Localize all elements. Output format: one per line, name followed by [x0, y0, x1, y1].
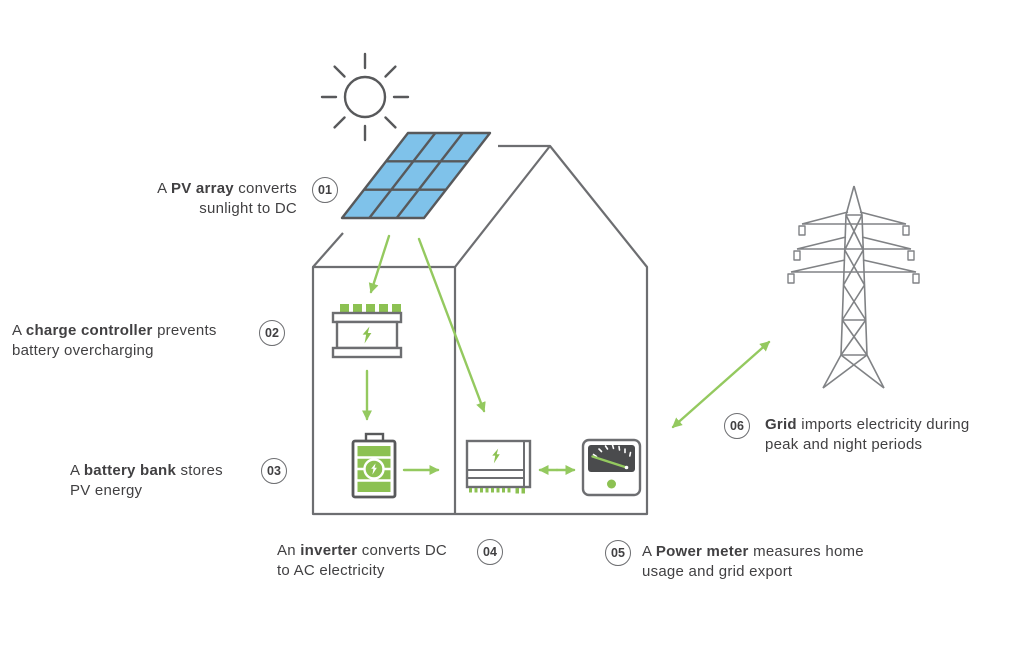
- step-badge-01: 01: [312, 177, 338, 203]
- label-text: converts DC to AC electricity: [277, 542, 447, 579]
- label-bold-text: inverter: [300, 542, 358, 559]
- label-text: A: [12, 322, 26, 339]
- label-text: A: [157, 180, 171, 197]
- arrow-panel-to-controller: [368, 234, 391, 294]
- label-text: A: [70, 462, 84, 479]
- label-text: A: [642, 543, 656, 560]
- step-badge-06: 06: [724, 413, 750, 439]
- controller-terminals: [340, 304, 401, 313]
- label-bold-text: battery bank: [83, 462, 177, 479]
- charge-controller-icon: [331, 304, 403, 359]
- solar-panel-icon: [340, 131, 492, 220]
- power-meter-icon: [581, 438, 642, 497]
- step-badge-05: 05: [605, 540, 631, 566]
- meter-ticks: [592, 444, 632, 458]
- sun-icon: [320, 52, 410, 142]
- label-grid: Grid imports electricity during peak and…: [765, 415, 979, 455]
- arrow-house-to-grid: [719, 340, 771, 386]
- arrow-grid-to-house: [671, 383, 723, 429]
- label-text: prevents battery overcharging: [12, 322, 217, 359]
- label-bold-text: Grid: [765, 416, 797, 433]
- label-text: imports electricity during peak and nigh…: [765, 416, 970, 453]
- label-power-meter: A Power meter measures home usage and gr…: [642, 542, 882, 582]
- label-bold-text: PV array: [171, 180, 234, 197]
- step-badge-03: 03: [261, 458, 287, 484]
- label-battery-bank: A battery bank stores PV energy: [70, 461, 240, 501]
- inverter-pins: [469, 488, 525, 494]
- label-charge-controller: A charge controller prevents battery ove…: [12, 321, 248, 361]
- step-badge-02: 02: [259, 320, 285, 346]
- transmission-tower-icon: [787, 185, 920, 389]
- house-outline: [311, 144, 649, 516]
- meter-dot: [607, 479, 616, 489]
- inverter-icon: [465, 439, 532, 494]
- label-text: measures home usage and grid export: [642, 543, 864, 580]
- label-text: An: [277, 542, 301, 559]
- label-text: converts sunlight to DC: [199, 180, 297, 217]
- label-pv-array: A PV array converts sunlight to DC: [145, 179, 297, 219]
- meter-needle: [591, 455, 628, 469]
- label-bold-text: Power meter: [655, 543, 749, 560]
- label-inverter: An inverter converts DC to AC electricit…: [277, 541, 463, 581]
- label-text: stores PV energy: [70, 462, 223, 499]
- step-badge-04: 04: [477, 539, 503, 565]
- label-bold-text: charge controller: [25, 322, 153, 339]
- arrow-panel-to-inverter: [417, 237, 486, 413]
- flow-arrows: [361, 234, 771, 476]
- battery-bank-icon: [351, 432, 397, 499]
